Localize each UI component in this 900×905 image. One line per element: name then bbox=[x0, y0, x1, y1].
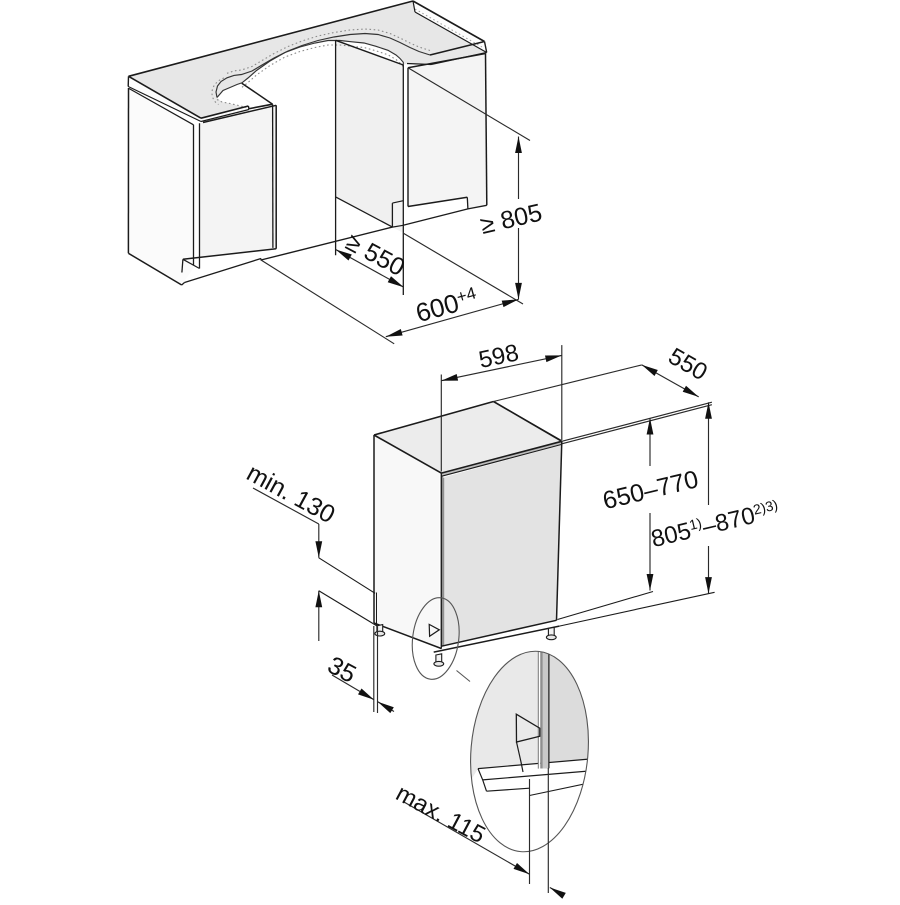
svg-text:≥ 805: ≥ 805 bbox=[478, 199, 545, 240]
svg-text:35: 35 bbox=[323, 651, 361, 689]
svg-text:650–770: 650–770 bbox=[600, 465, 701, 515]
svg-text:≥ 550: ≥ 550 bbox=[341, 228, 409, 282]
svg-text:min. 130: min. 130 bbox=[242, 459, 340, 529]
svg-text:600+4: 600+4 bbox=[412, 282, 481, 328]
svg-text:8051)–8702)3): 8051)–8702)3) bbox=[649, 496, 782, 553]
svg-text:550: 550 bbox=[664, 343, 712, 386]
svg-text:598: 598 bbox=[476, 339, 521, 374]
